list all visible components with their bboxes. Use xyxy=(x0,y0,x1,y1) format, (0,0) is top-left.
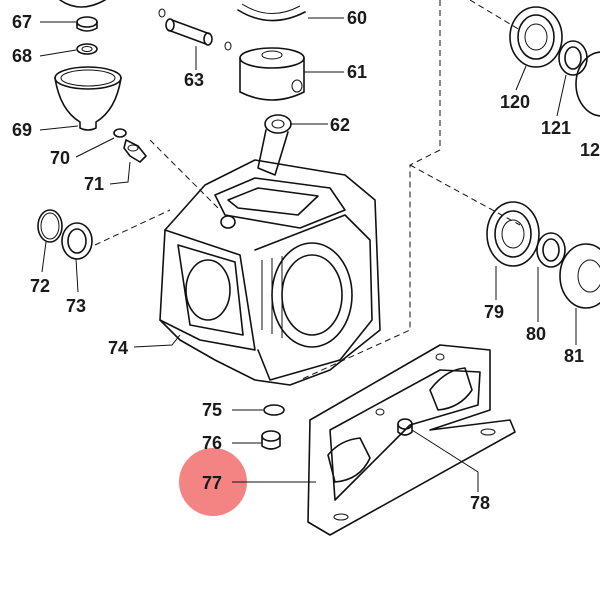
label-70: 70 xyxy=(50,148,70,168)
label-81: 81 xyxy=(564,346,584,366)
label-72: 72 xyxy=(30,276,50,296)
label-75: 75 xyxy=(202,400,222,420)
part-121-spacer xyxy=(558,40,588,76)
label-62: 62 xyxy=(330,115,350,135)
part-74-housing xyxy=(159,159,381,386)
leader-lines xyxy=(39,17,577,492)
label-12: 12 xyxy=(580,140,600,160)
part-68-washer xyxy=(76,43,98,55)
label-120: 120 xyxy=(500,92,530,112)
part-72-snap-ring xyxy=(37,209,63,243)
label-61: 61 xyxy=(347,62,367,82)
label-78: 78 xyxy=(470,493,490,513)
part-80-spacer xyxy=(536,232,566,268)
part-63-pin xyxy=(158,8,232,51)
part-67-nut xyxy=(59,0,106,32)
label-68: 68 xyxy=(12,46,32,66)
label-67: 67 xyxy=(12,12,32,32)
label-73: 73 xyxy=(66,296,86,316)
part-69-cup xyxy=(54,66,122,131)
part-77-bracket xyxy=(307,344,516,536)
part-120-bearing xyxy=(509,6,563,68)
label-80: 80 xyxy=(526,324,546,344)
part-76-plug xyxy=(261,430,281,450)
part-61-piston xyxy=(239,47,305,101)
label-121: 121 xyxy=(541,118,571,138)
part-60-ring xyxy=(237,3,306,22)
assembly-dashed-lines xyxy=(94,0,521,381)
highlight-marker xyxy=(179,448,247,516)
label-71: 71 xyxy=(84,174,104,194)
part-12x-seal xyxy=(575,51,600,117)
label-74: 74 xyxy=(108,338,128,358)
part-73-seal xyxy=(61,222,93,260)
label-60: 60 xyxy=(347,8,367,28)
part-62-connecting-rod xyxy=(257,114,292,176)
part-78-bolt xyxy=(397,418,413,436)
part-75-oring xyxy=(263,404,285,416)
label-76: 76 xyxy=(202,433,222,453)
label-79: 79 xyxy=(484,302,504,322)
part-79-bearing xyxy=(486,201,540,267)
part-71-fitting xyxy=(123,139,147,163)
label-77: 77 xyxy=(202,473,222,493)
label-69: 69 xyxy=(12,120,32,140)
part-70-oring xyxy=(113,128,127,138)
part-labels: 67 68 69 70 71 72 73 74 75 76 77 78 60 6… xyxy=(12,8,600,513)
label-63: 63 xyxy=(184,70,204,90)
part-81-seal xyxy=(559,243,600,309)
